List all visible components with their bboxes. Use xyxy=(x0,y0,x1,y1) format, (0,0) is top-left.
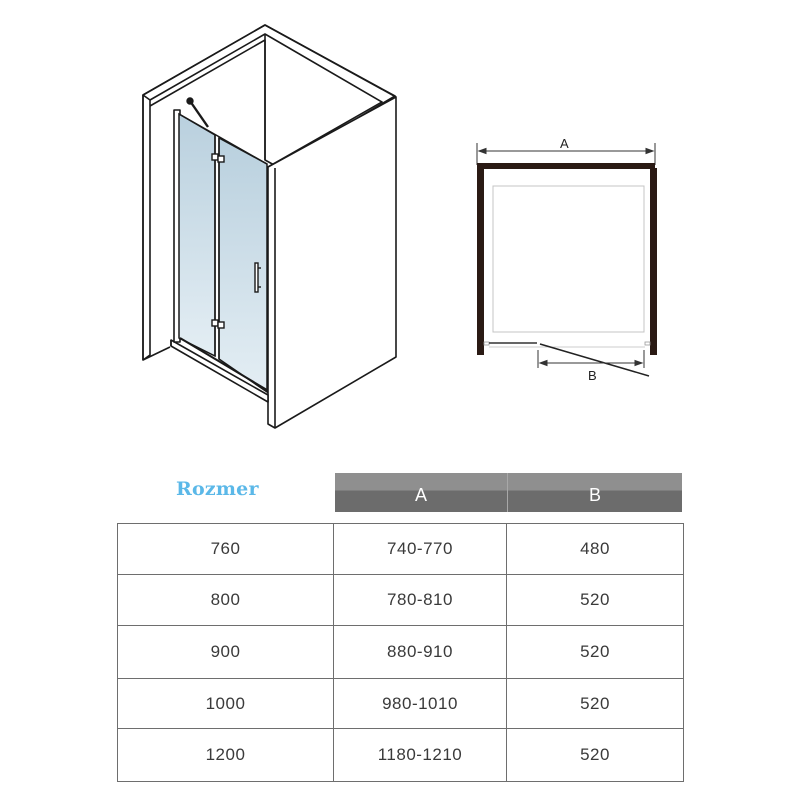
hinge-bottom xyxy=(211,319,225,329)
cell-a: 880-910 xyxy=(333,625,507,679)
table-row: 800 780-810 520 xyxy=(117,574,684,626)
cell-b: 480 xyxy=(506,523,684,575)
door-glass-panel xyxy=(218,136,268,394)
shower-perspective-drawing xyxy=(142,24,397,429)
cell-a: 1180-1210 xyxy=(333,728,507,782)
stabilizer-bar xyxy=(186,97,209,128)
cell-a: 740-770 xyxy=(333,523,507,575)
hinge-top xyxy=(211,153,225,163)
plan-walls xyxy=(477,163,657,355)
plan-view-drawing: A B xyxy=(460,130,680,390)
cell-size: 760 xyxy=(117,523,334,575)
dimension-a-arrow xyxy=(476,143,656,165)
cell-a: 780-810 xyxy=(333,574,507,626)
door-swing-line xyxy=(539,343,650,377)
fixed-glass-panel xyxy=(178,112,216,358)
column-header-b: B xyxy=(508,473,682,512)
table-row: 1000 980-1010 520 xyxy=(117,678,684,729)
cell-size: 1200 xyxy=(117,728,334,782)
table-row: 760 740-770 480 xyxy=(117,523,684,575)
cell-b: 520 xyxy=(506,574,684,626)
table-title: Rozmer xyxy=(176,478,259,500)
column-header-a: A xyxy=(335,473,507,512)
plan-view-schematic xyxy=(476,143,657,377)
table-row: 900 880-910 520 xyxy=(117,625,684,679)
cell-size: 800 xyxy=(117,574,334,626)
cell-size: 900 xyxy=(117,625,334,679)
wall-right xyxy=(267,96,397,429)
wall-left xyxy=(142,94,151,361)
shower-niche-illustration xyxy=(142,24,397,429)
dimension-b-arrow xyxy=(537,350,645,368)
cell-a: 980-1010 xyxy=(333,678,507,729)
cell-size: 1000 xyxy=(117,678,334,729)
dimension-a-label: A xyxy=(560,136,569,151)
shower-tray-outline xyxy=(492,185,645,333)
cell-b: 520 xyxy=(506,678,684,729)
size-table: 760 740-770 480 800 780-810 520 900 880-… xyxy=(117,523,684,782)
door-handle xyxy=(254,262,261,293)
cell-b: 520 xyxy=(506,728,684,782)
dimension-b-label: B xyxy=(588,368,597,383)
cell-b: 520 xyxy=(506,625,684,679)
header-divider xyxy=(507,473,508,512)
table-row: 1200 1180-1210 520 xyxy=(117,728,684,782)
